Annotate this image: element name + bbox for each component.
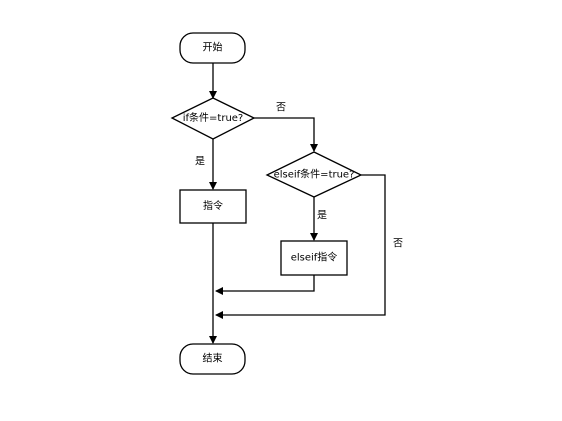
edge-elseif-no-to-merge bbox=[215, 174, 386, 319]
start-node bbox=[179, 32, 246, 64]
if-action-box bbox=[179, 189, 247, 224]
elseif-condition-label: elseif条件=true? bbox=[274, 168, 355, 181]
edge-elseif-action-to-merge bbox=[215, 275, 315, 295]
elseif-condition-diamond bbox=[265, 151, 363, 198]
elseif-no-label: 否 bbox=[393, 238, 403, 250]
end-label: 结束 bbox=[203, 352, 223, 365]
if-no-label: 否 bbox=[276, 102, 286, 114]
if-action-label: 指令 bbox=[203, 199, 223, 212]
if-condition-diamond bbox=[170, 97, 256, 140]
elseif-action-label: elseif指令 bbox=[291, 251, 338, 264]
end-node bbox=[179, 343, 246, 375]
if-yes-label: 是 bbox=[195, 156, 205, 168]
elseif-yes-label: 是 bbox=[317, 210, 327, 222]
elseif-action-box bbox=[280, 240, 348, 276]
start-label: 开始 bbox=[203, 41, 223, 54]
if-condition-label: if条件=true? bbox=[183, 111, 244, 124]
edge-if-no-to-elseif bbox=[254, 117, 318, 152]
